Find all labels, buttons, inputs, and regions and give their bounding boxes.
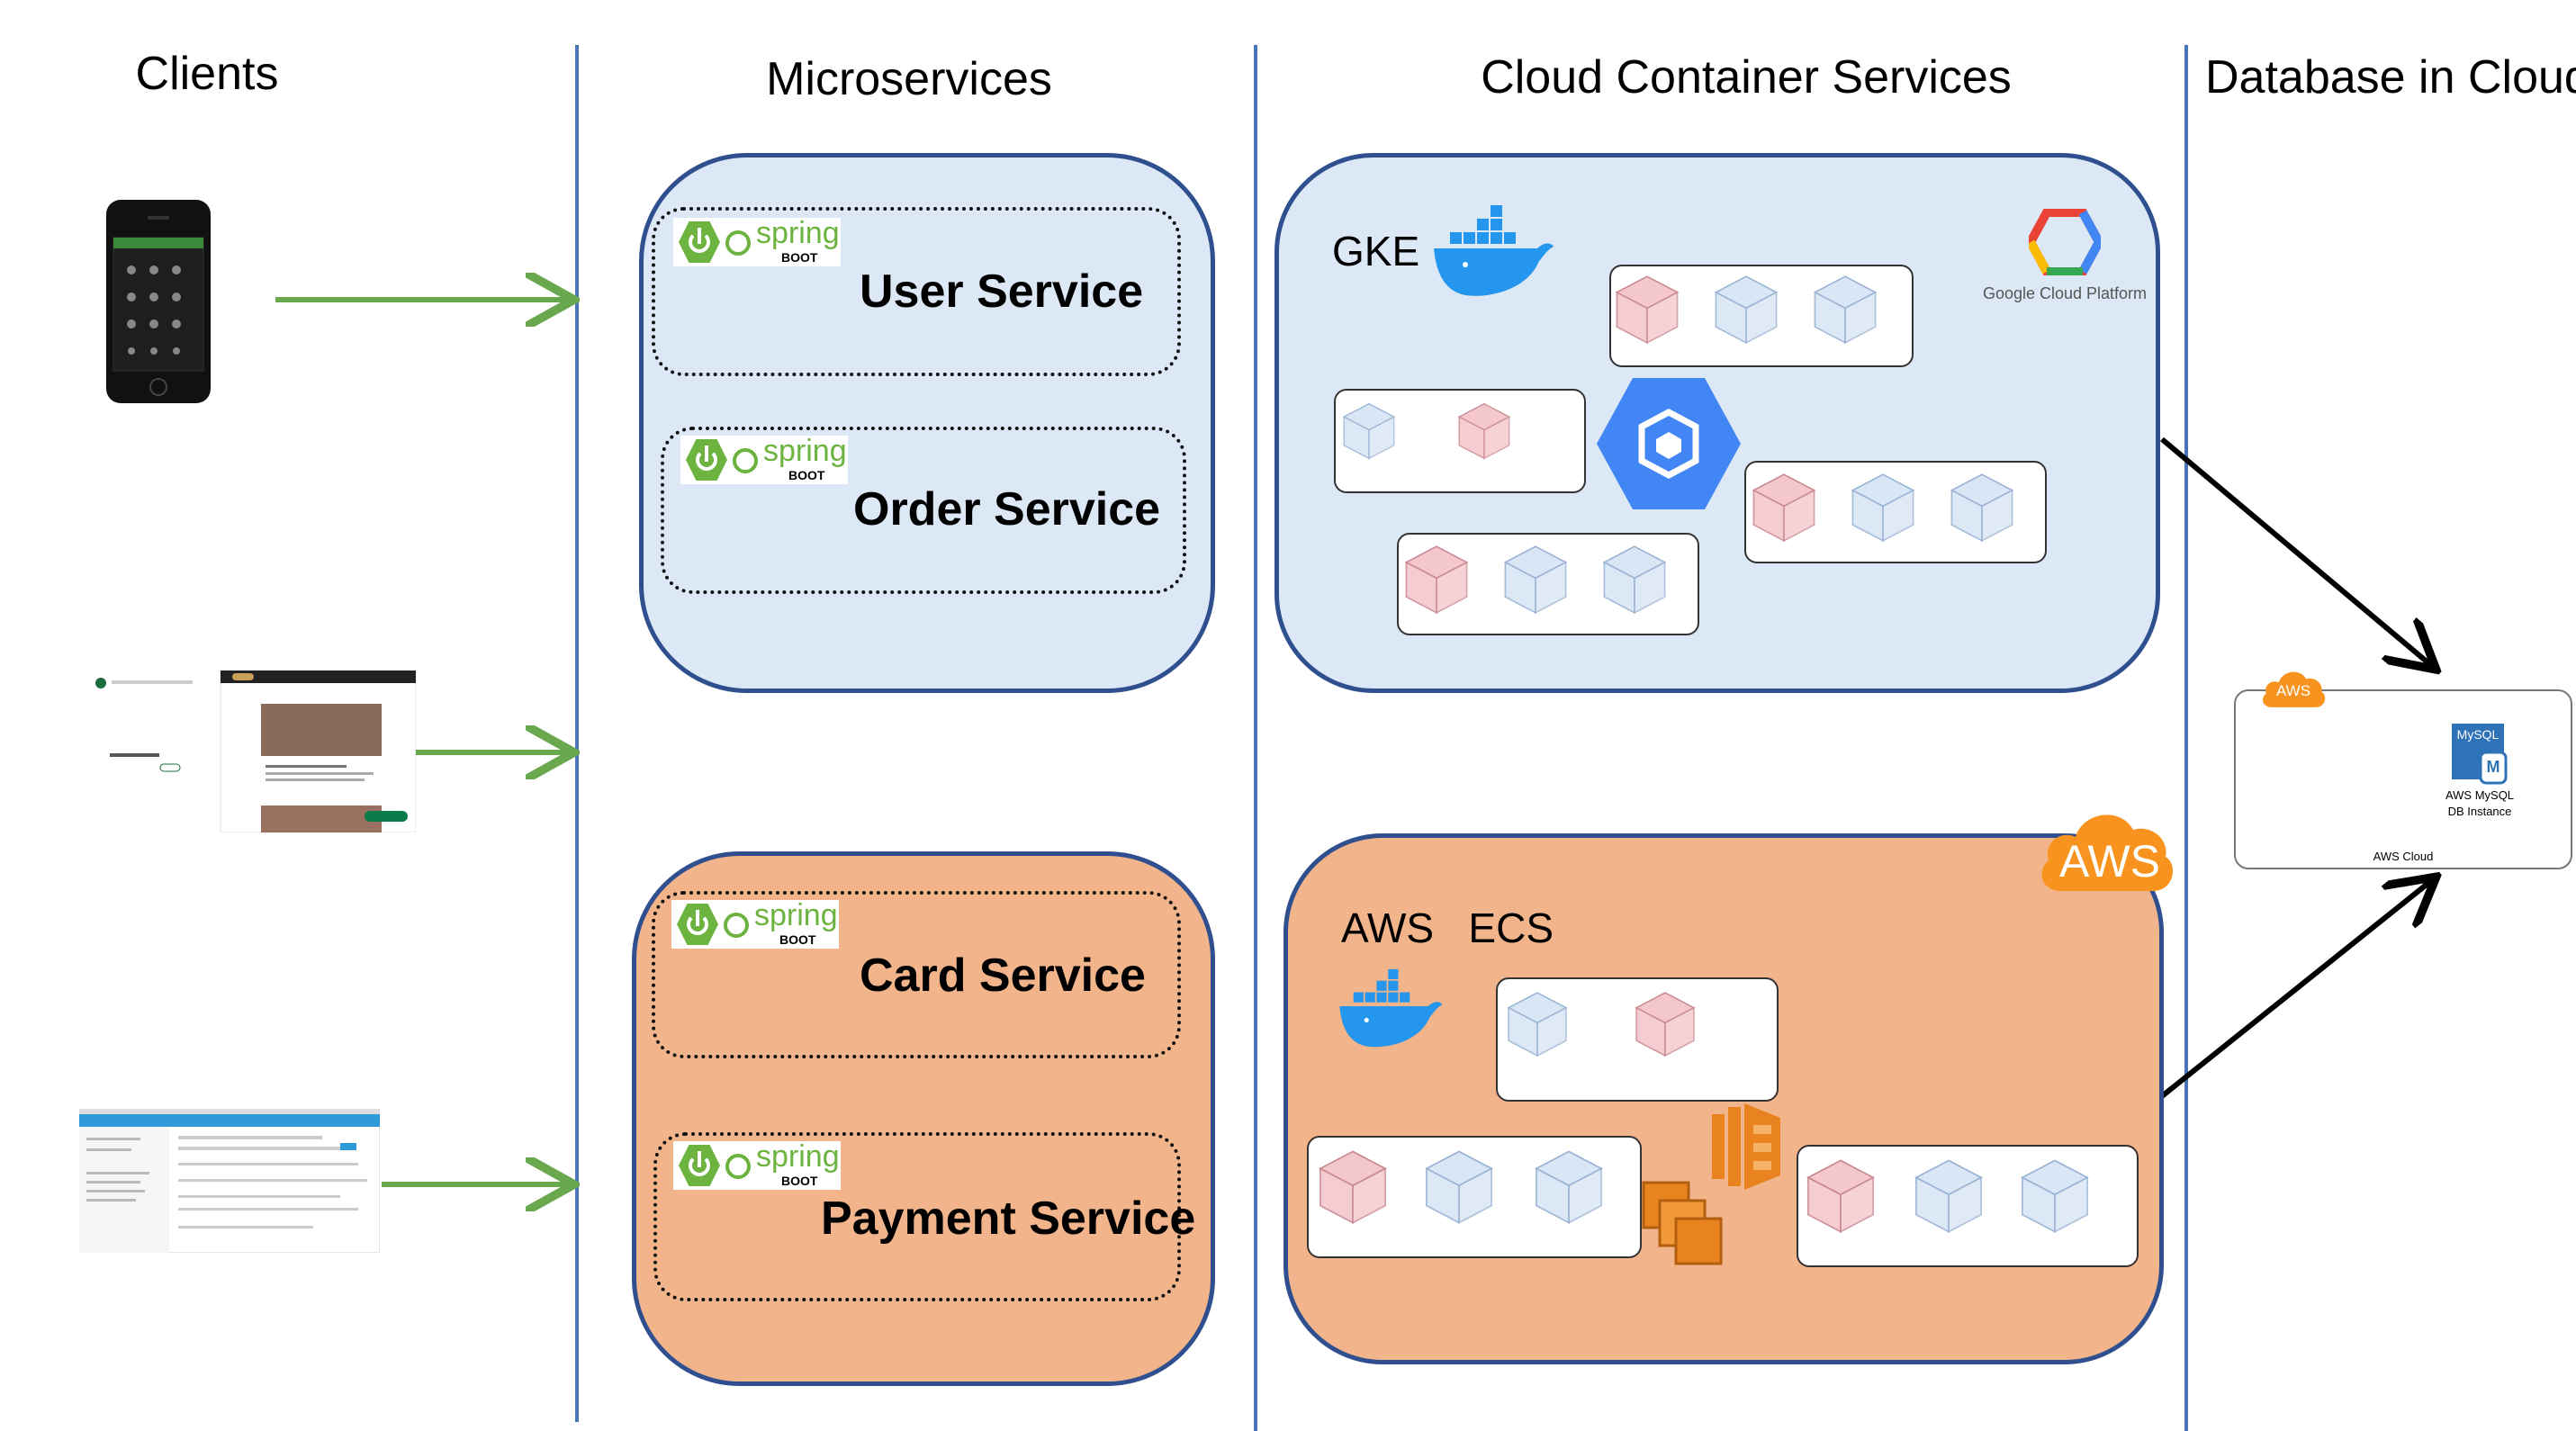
container-cube-red [1319,1150,1387,1224]
mysql-icon-text: MySQL [2456,727,2499,742]
order-service-label: Order Service [853,483,1161,536]
container-cube-blue [1714,275,1779,345]
spring-boot-logo: spring BOOT [673,1139,841,1190]
payment-service-box [653,1132,1181,1301]
spring-leaf-icon [725,1154,751,1179]
docker-whale-icon [1339,968,1443,1048]
spring-power-icon [686,439,727,481]
aws-cloud-badge-icon [2041,814,2174,891]
docker-whale-icon [1434,205,1554,296]
spring-word: spring [763,434,847,468]
container-cube-red [1806,1159,1875,1233]
spring-boot-logo: spring BOOT [673,216,841,266]
container-cube-blue [1342,402,1396,460]
spring-boot-word: BOOT [781,250,818,265]
mobile-phone-client [104,198,212,405]
container-cube-blue [1503,545,1568,615]
aws-cloud-db-box [2234,689,2572,869]
google-cloud-logo [2029,209,2101,275]
container-cube-blue [1602,545,1667,615]
db-instance-line2: DB Instance [2447,805,2512,818]
spring-power-icon [679,1145,720,1186]
spring-boot-word: BOOT [779,932,816,947]
ecs-cluster-icon [1712,1103,1780,1190]
container-cube-red [1752,473,1816,543]
container-cube-blue [1507,992,1568,1058]
website-client [90,670,417,833]
spring-boot-logo: spring BOOT [680,434,848,484]
mysql-icon-letter: M [2486,758,2500,776]
user-service-box [652,207,1181,376]
container-cube-blue [1425,1150,1493,1224]
container-cube-blue [1914,1159,1983,1233]
container-cube-blue [1535,1150,1603,1224]
container-cube-blue [1851,473,1915,543]
gke-label: GKE [1332,228,1420,274]
google-cloud-platform-label: Google Cloud Platform [1982,284,2148,302]
spring-word: spring [754,898,838,932]
spring-word: spring [756,1139,840,1174]
container-cube-blue [1813,275,1878,345]
cloud-column-title: Cloud Container Services [1481,51,2012,104]
ecs-to-db-arrow [2160,880,2432,1099]
ecs-container-stack-icon [1642,1181,1723,1265]
aws-badge-label: AWS [2059,836,2161,886]
spring-leaf-icon [725,230,751,256]
aws-cloud-label: AWS Cloud [2373,850,2434,863]
container-cube-blue [2021,1159,2089,1233]
container-cube-red [1457,402,1511,460]
aws-small-badge-label: AWS [2275,682,2311,699]
clients-column-title: Clients [135,48,279,100]
container-cube-blue [1950,473,2014,543]
microservices-column-title: Microservices [766,53,1052,105]
divider-microservices-cloud [1254,45,1257,1431]
order-service-box [661,427,1186,594]
spring-word: spring [756,216,840,250]
container-cube-red [1615,275,1680,345]
container-cube-red [1404,545,1469,615]
spring-boot-word: BOOT [781,1174,818,1188]
mysql-db-icon [2452,724,2508,785]
divider-cloud-database [2184,45,2188,1431]
spring-power-icon [677,904,718,945]
kubernetes-engine-icon [1597,378,1741,509]
payment-service-label: Payment Service [821,1192,1196,1245]
container-cube-red [1635,992,1696,1058]
aws-ecs-label: AWS ECS [1341,904,1554,951]
database-column-title: Database in Cloud [2205,51,2576,104]
card-service-label: Card Service [860,950,1146,1002]
spring-leaf-icon [733,448,758,473]
desktop-app-client [78,1108,381,1254]
spring-boot-word: BOOT [788,468,825,482]
aws-cloud-small-badge-icon [2263,671,2326,707]
gke-to-db-arrow [2160,436,2432,666]
user-service-label: User Service [860,266,1144,318]
spring-boot-logo: spring BOOT [671,898,839,949]
spring-leaf-icon [724,913,749,938]
card-service-box [652,891,1181,1058]
spring-power-icon [679,221,720,263]
db-instance-line1: AWS MySQL [2445,788,2515,802]
